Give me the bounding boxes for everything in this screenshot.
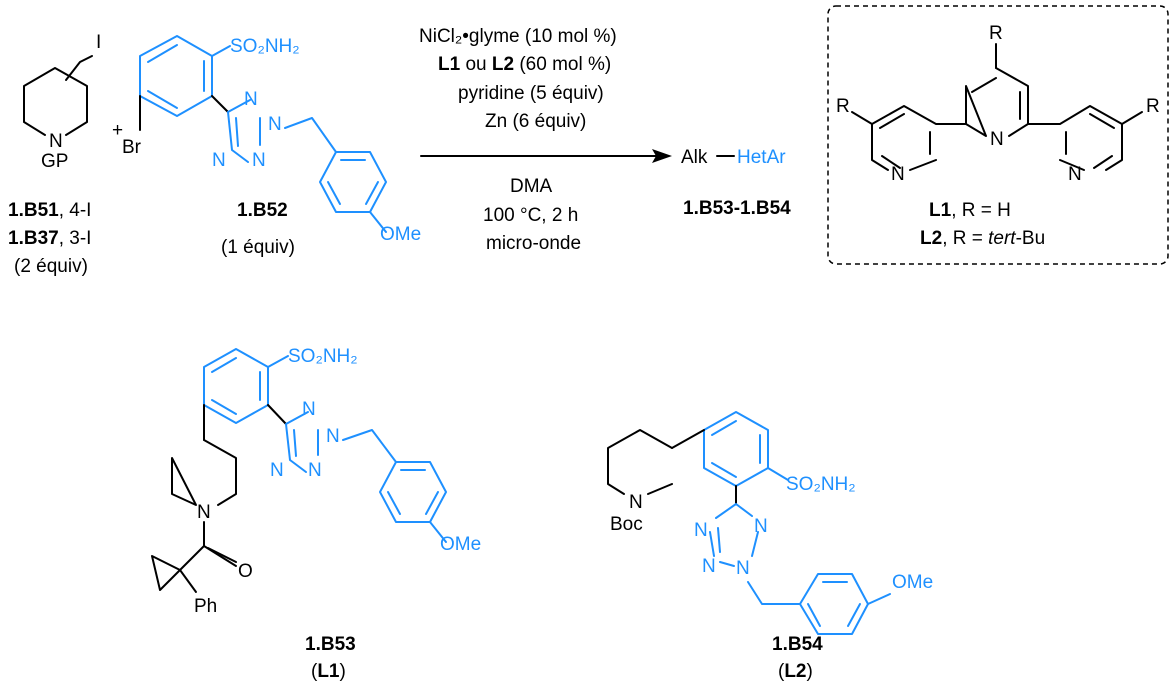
tetrazole-n4: N	[212, 150, 226, 171]
ligand-r-top: R	[989, 23, 1003, 44]
condition-temperature: 100 °C, 2 h	[483, 205, 578, 226]
plus-sign: +	[112, 120, 123, 141]
condition-ligand: L1 ou L2 (60 mol %)	[438, 54, 611, 75]
arrow-head-icon	[652, 149, 672, 163]
condition-solvent: DMA	[510, 176, 553, 197]
ligand-n-left: N	[891, 164, 905, 185]
tetrazole-n2: N	[754, 516, 768, 537]
condition-base: pyridine (5 équiv)	[458, 83, 604, 104]
ligand-n-right: N	[1068, 164, 1082, 185]
condition-reductant: Zn (6 équiv)	[485, 111, 586, 132]
nitrogen-atom: N	[49, 131, 63, 152]
phenyl-group: Ph	[194, 596, 217, 617]
ligand-box: R N R N R N L1, R = H L2, R = tert-Bu	[827, 5, 1169, 265]
alkyl-fragment: Alk	[681, 147, 708, 168]
reactant1-label-b: 1.B37, 3-I	[8, 228, 91, 249]
boc-group: Boc	[610, 514, 643, 535]
protecting-group-label: GP	[41, 151, 68, 172]
sulfonamide-group: SO₂NH₂	[230, 36, 300, 57]
product-1b53: SO₂NH₂ N N N N OMe N O Ph 1.B53 (L1)	[151, 346, 481, 681]
product-1b54: SO₂NH₂ N Boc N N N N OMe 1.B54 (L2)	[607, 411, 933, 681]
condition-microwave: micro-onde	[486, 233, 581, 254]
bromine-atom: Br	[122, 137, 142, 158]
methoxy-group: OMe	[892, 572, 933, 593]
tetrazole-n4: N	[736, 558, 750, 579]
tetrazole-n2: N	[326, 426, 340, 447]
ligand-n-center: N	[990, 129, 1004, 150]
reactant-iodopiperidine: I N GP 1.B51, 4-I 1.B37, 3-I (2 équiv)	[8, 32, 101, 277]
tetrazole-n3: N	[702, 556, 716, 577]
methoxy-group: OMe	[380, 224, 421, 245]
ligand-l2-definition: L2, R = tert-Bu	[920, 228, 1045, 249]
iodine-atom: I	[96, 32, 101, 53]
product-range-code: 1.B53-1.B54	[683, 198, 791, 219]
tetrazole-n3: N	[252, 150, 266, 171]
reactant2-equiv: (1 équiv)	[221, 237, 295, 258]
tetrazole-n3: N	[308, 460, 322, 481]
reaction-conditions: NiCl₂•glyme (10 mol %) L1 ou L2 (60 mol …	[419, 26, 672, 254]
product1-ligand: (L1)	[311, 661, 346, 681]
ligand-r-left: R	[836, 96, 850, 117]
ligand-l1-definition: L1, R = H	[929, 200, 1011, 221]
tetrazole-n1: N	[244, 89, 258, 110]
piperidine-nitrogen: N	[629, 492, 643, 513]
methoxy-group: OMe	[440, 534, 481, 555]
tetrazole-n2: N	[268, 114, 282, 135]
piperidine-nitrogen: N	[197, 502, 211, 523]
tetrazole-n4: N	[270, 460, 284, 481]
carbonyl-oxygen: O	[238, 561, 253, 582]
ligand-r-right: R	[1146, 96, 1160, 117]
reactant1-equiv: (2 équiv)	[14, 256, 88, 277]
tetrazole-n1: N	[302, 399, 316, 420]
sulfonamide-group: SO₂NH₂	[288, 346, 358, 367]
heteroaryl-fragment: HetAr	[737, 147, 786, 168]
condition-catalyst: NiCl₂•glyme (10 mol %)	[419, 26, 617, 47]
reactant1-label-a: 1.B51, 4-I	[8, 200, 91, 221]
sulfonamide-group: SO₂NH₂	[786, 474, 856, 495]
product2-ligand: (L2)	[778, 661, 813, 681]
general-product: Alk HetAr 1.B53-1.B54	[681, 147, 791, 219]
reactant2-code: 1.B52	[237, 200, 288, 221]
product1-code: 1.B53	[305, 634, 356, 655]
reactant-tetrazole-sulfonamide: SO₂NH₂ Br N N N N OMe 1.B52 (1 équiv)	[122, 35, 421, 258]
product2-code: 1.B54	[772, 634, 823, 655]
tetrazole-n1: N	[694, 520, 708, 541]
